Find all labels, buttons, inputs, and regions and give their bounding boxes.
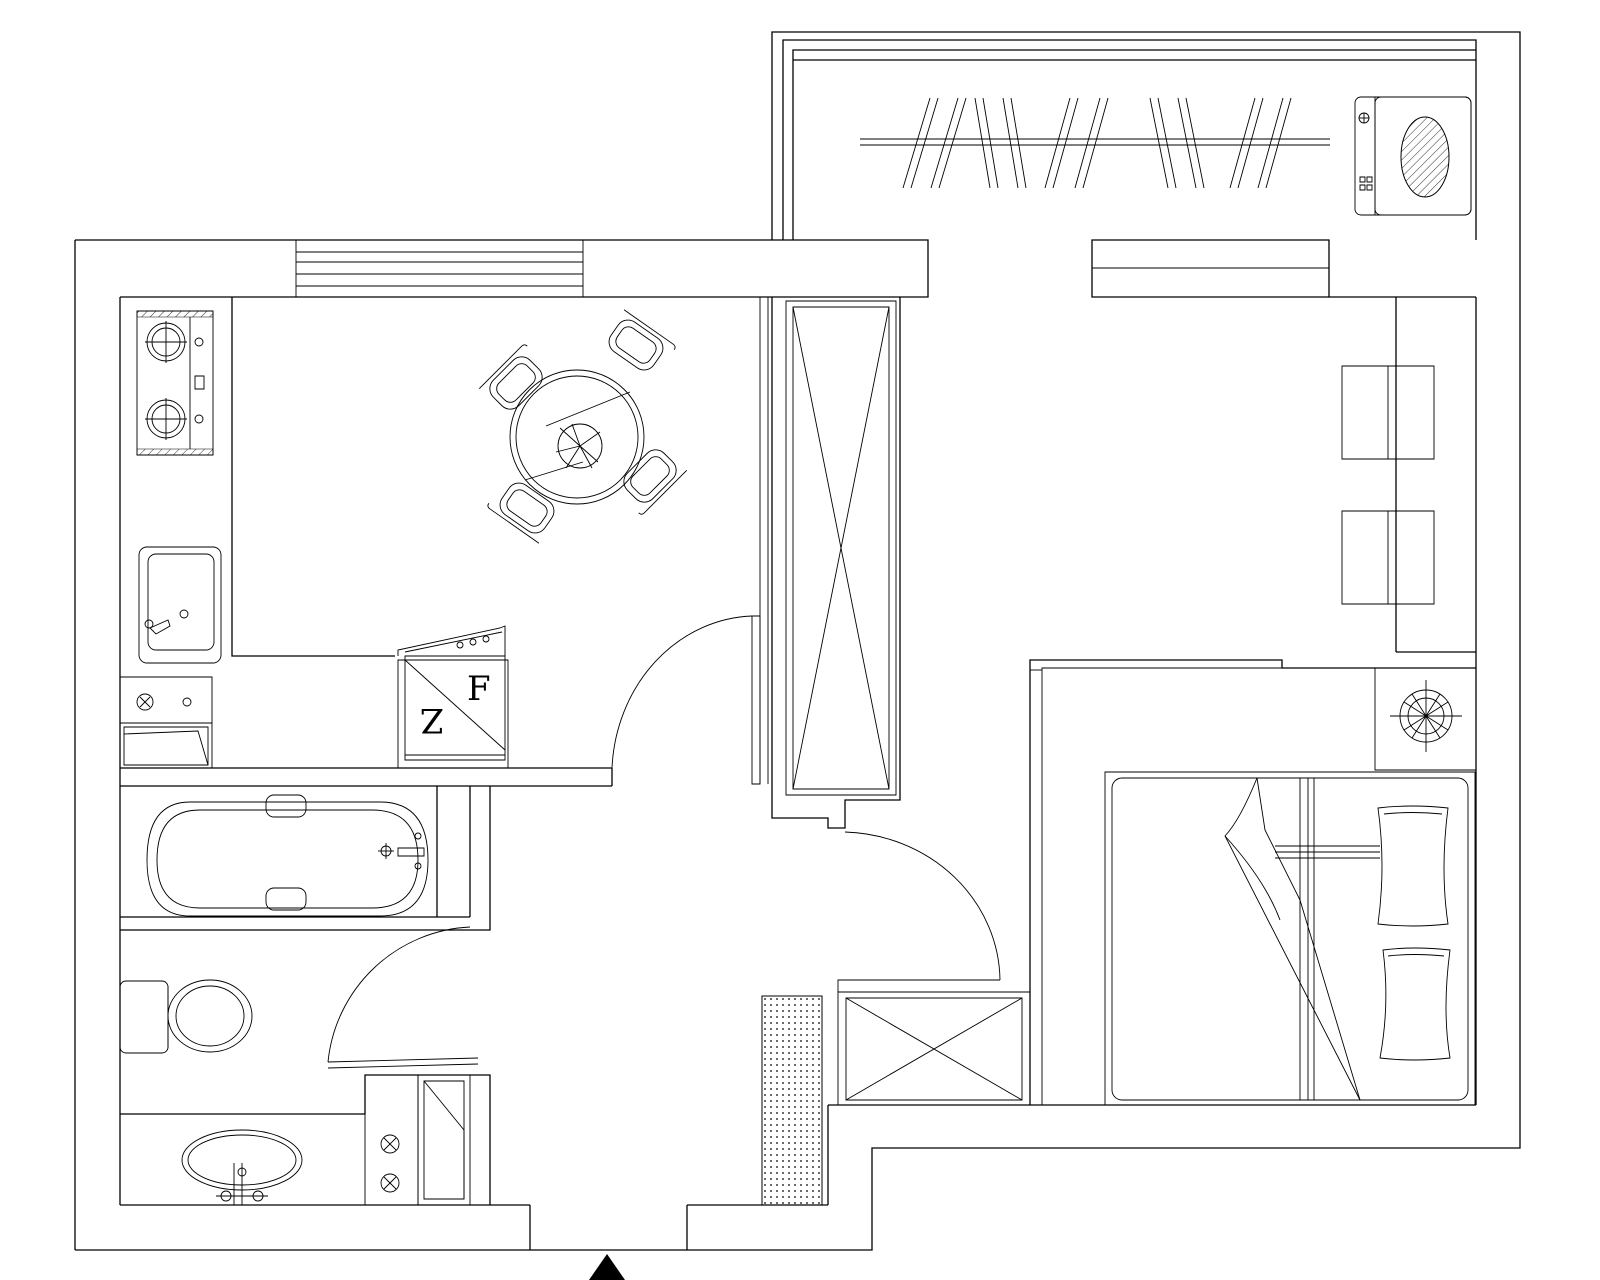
bath-cabinet-icon [365,1075,470,1205]
bedroom-window [1092,240,1476,297]
kitchen-counter [120,297,612,786]
clothes-rack-icon [860,98,1330,188]
dining-table-icon [478,309,688,544]
shoe-cabinet-icon [762,996,822,1205]
closet-column [760,297,900,828]
stair-unit: F Z [398,626,508,768]
stair-down-mark: Z [420,700,444,740]
storage-box-icon [838,980,1030,1105]
bedroom-door [845,832,1000,980]
kitchen-sink-icon [139,547,221,663]
toilet-icon [120,980,252,1053]
gas-stove-icon [137,311,213,455]
bathtub-icon [147,795,428,916]
kitchen-door [612,616,760,784]
washing-machine-icon [1355,97,1471,215]
bedroom-walls [1030,297,1476,1105]
entrance-arrow [589,1254,625,1280]
bathroom-door [328,927,478,1068]
bedside-table-icon [1342,366,1434,604]
bed-icon [1105,772,1475,1105]
washer-icon [120,677,212,768]
lamp-icon [1375,668,1476,770]
washbasin-icon [182,1130,302,1205]
window-top-left [296,240,583,297]
stair-up-mark: F [467,669,491,709]
